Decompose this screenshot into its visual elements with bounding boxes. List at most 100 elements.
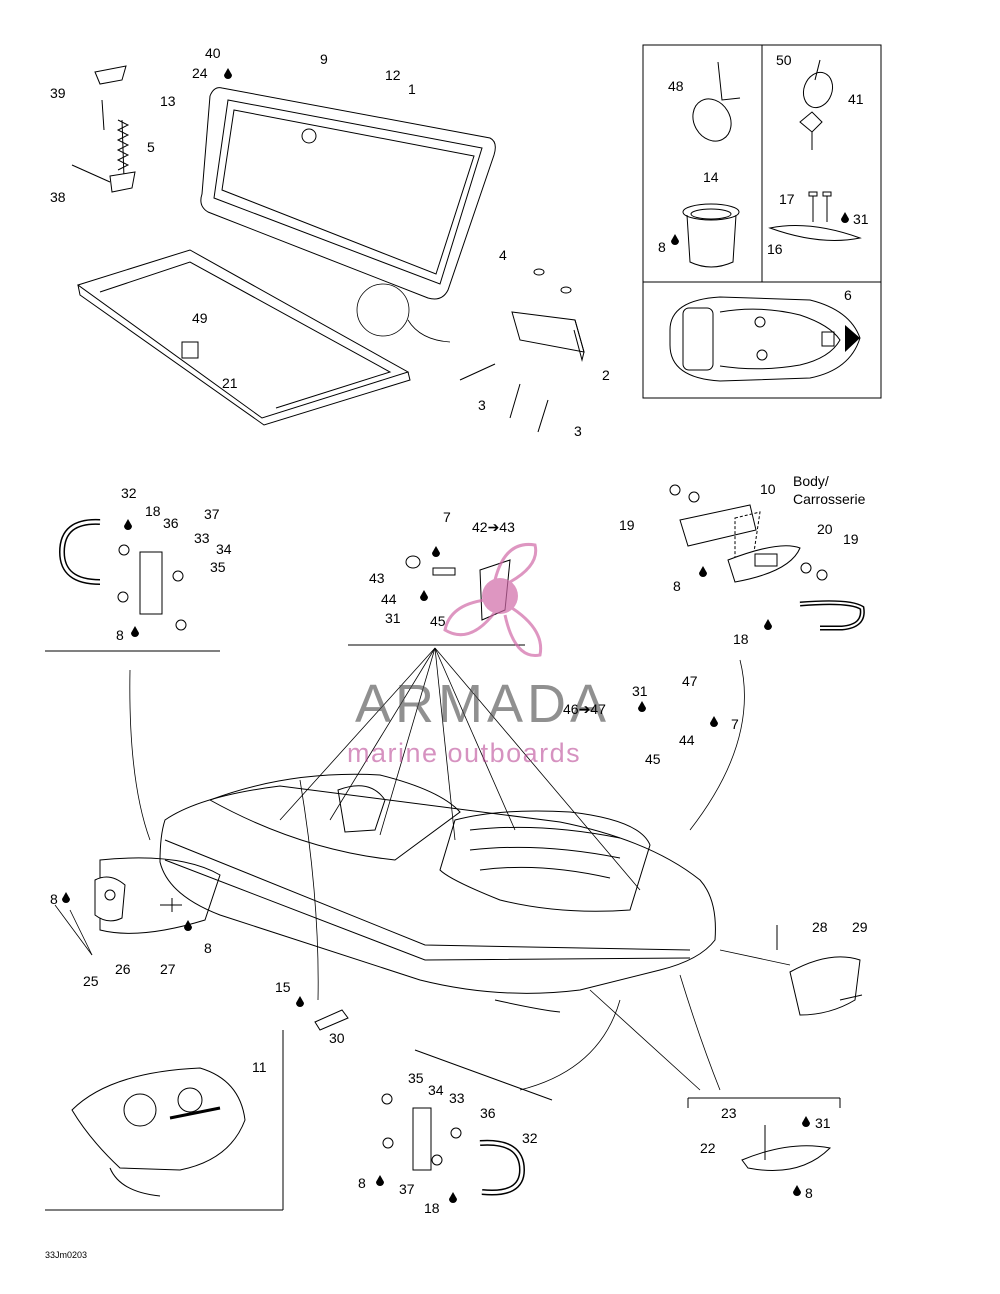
callout-label: 49	[192, 310, 208, 326]
body-label-fr: Carrosserie	[793, 491, 866, 507]
callout-label: 8	[673, 578, 681, 594]
callout-label: 7	[731, 716, 739, 732]
callout-label: 31	[632, 683, 648, 699]
callout-label: 11	[252, 1059, 267, 1075]
callout-label: 26	[115, 961, 131, 977]
watermark-brand: ARMADA	[355, 674, 610, 734]
callout-label: 29	[852, 919, 868, 935]
storage-lid	[200, 87, 496, 300]
diagram-code: 33Jm0203	[45, 1250, 87, 1260]
callout-label: 43	[369, 570, 385, 586]
boat-top-view	[669, 296, 861, 382]
callout-label: 8	[116, 627, 124, 643]
callout-label: 2	[602, 367, 610, 383]
cleat-rear	[687, 1097, 841, 1171]
callout-label: 50	[776, 52, 792, 68]
cable-clip-part	[799, 59, 834, 150]
callout-label: 8	[204, 940, 212, 956]
callout-label: 3	[574, 423, 582, 439]
callout-label: 48	[668, 78, 684, 94]
dashboard-detail	[45, 1030, 284, 1211]
cover-part	[776, 925, 863, 1016]
callout-label: 28	[812, 919, 828, 935]
callout-label: 33	[449, 1090, 465, 1106]
cable-tie-part	[692, 61, 741, 142]
callout-label: 9	[320, 51, 328, 67]
callout-label: 7	[443, 509, 451, 525]
inset-panel	[642, 44, 882, 399]
callout-label: 6	[844, 287, 852, 303]
callout-label: 10	[760, 481, 776, 497]
watermark-tagline: marine outboards	[347, 738, 581, 768]
callout-label: 35	[210, 559, 226, 575]
callout-label: 40	[205, 45, 221, 61]
callout-label: 4	[499, 247, 507, 263]
callout-label: 39	[50, 85, 66, 101]
callout-label: 19	[843, 531, 859, 547]
callout-label: 36	[163, 515, 179, 531]
callout-label: 23	[721, 1105, 737, 1121]
callout-label: 1	[408, 81, 416, 97]
callout-label: 27	[160, 961, 176, 977]
callout-label: 34	[216, 541, 232, 557]
rear-handle-assembly	[381, 1049, 553, 1196]
callout-label: 17	[779, 191, 795, 207]
callout-label: 45	[645, 751, 661, 767]
detail-circle	[356, 283, 410, 337]
callout-label: 37	[399, 1181, 415, 1197]
callout-label: 37	[204, 506, 220, 522]
callout-label: 36	[480, 1105, 496, 1121]
watermark-logo	[443, 542, 543, 657]
callout-label: 18	[145, 503, 161, 519]
bumper-pad-assembly	[669, 484, 865, 631]
callout-label: 8	[358, 1175, 366, 1191]
callout-label: 24	[192, 65, 208, 81]
cup-holder-part	[682, 203, 740, 268]
bracket-part	[459, 268, 585, 433]
watercraft-hull	[99, 773, 716, 1013]
callout-label: 46➔47	[563, 701, 606, 717]
callout-label: 33	[194, 530, 210, 546]
callout-label: 18	[733, 631, 749, 647]
tow-eye-assembly	[54, 876, 182, 956]
callout-label: 31	[815, 1115, 831, 1131]
callout-label: 34	[428, 1082, 444, 1098]
callout-label: 35	[408, 1070, 424, 1086]
rod-part	[314, 1009, 349, 1031]
grab-handle-assembly	[58, 518, 187, 631]
callout-label: 16	[767, 241, 783, 257]
callout-label: 42➔43	[472, 519, 515, 535]
callout-label: 8	[805, 1185, 813, 1201]
callout-label: 15	[275, 979, 291, 995]
callout-label: 25	[83, 973, 99, 989]
hinge-part	[71, 65, 136, 193]
callout-label: 14	[703, 169, 719, 185]
callout-label: 20	[817, 521, 833, 537]
callout-label: 41	[848, 91, 864, 107]
callout-label: 45	[430, 613, 446, 629]
body-label: Body/	[793, 473, 829, 489]
storage-bin	[76, 249, 411, 426]
callout-label: 19	[619, 517, 635, 533]
callout-label: 44	[381, 591, 397, 607]
callout-label: 22	[700, 1140, 716, 1156]
callout-label: 31	[853, 211, 869, 227]
callout-label: 8	[658, 239, 666, 255]
callout-label: 32	[522, 1130, 538, 1146]
callout-label: 18	[424, 1200, 440, 1216]
callout-label: 30	[329, 1030, 345, 1046]
callout-label: 21	[222, 375, 238, 391]
callout-label: 44	[679, 732, 695, 748]
callout-label: 47	[682, 673, 698, 689]
callout-label: 8	[50, 891, 58, 907]
callout-label: 12	[385, 67, 401, 83]
callout-label: 13	[160, 93, 176, 109]
sealant-drop-icons	[62, 68, 849, 1203]
cleat-part	[768, 191, 862, 241]
callout-label: 31	[385, 610, 401, 626]
leader-lines	[279, 647, 791, 1091]
callout-label: 5	[147, 139, 155, 155]
callout-label: 3	[478, 397, 486, 413]
callout-label: 32	[121, 485, 137, 501]
